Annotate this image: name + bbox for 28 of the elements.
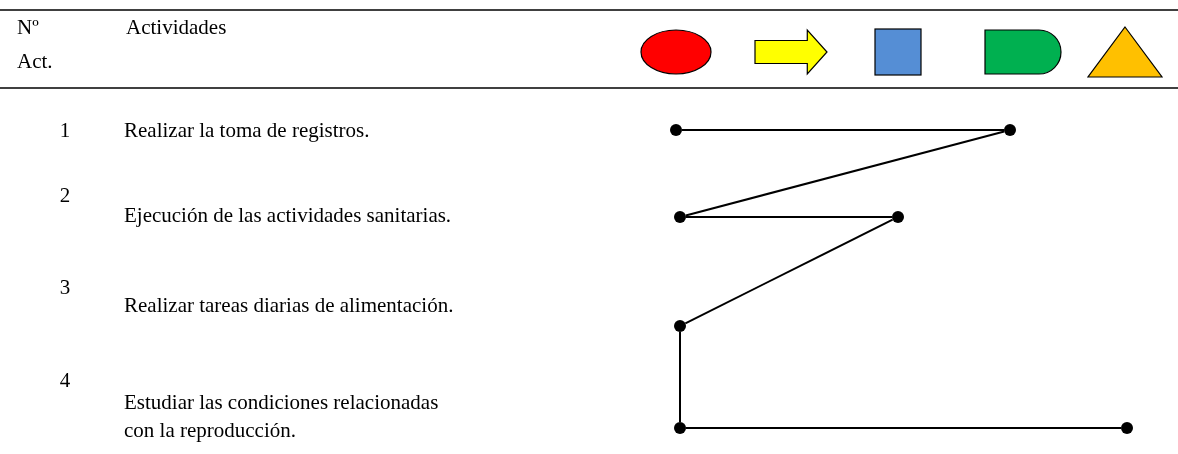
storage-symbol <box>1087 26 1163 78</box>
chart-dot <box>674 320 686 332</box>
header-cell-text: Actividades <box>126 14 228 41</box>
activity-text: Estudiar las condiciones relacionadas con la reproducción. <box>124 389 440 444</box>
inspection-symbol <box>874 28 922 76</box>
chart-dot <box>892 211 904 223</box>
operation-symbol <box>640 29 712 75</box>
transport-symbol <box>754 29 828 75</box>
row-number: 2 <box>58 182 72 209</box>
chart-dot <box>674 422 686 434</box>
connector-line <box>684 218 894 325</box>
activity-text: Realizar tareas diarias de alimentación. <box>124 292 455 319</box>
header-cell-text: Nº Act. <box>17 14 54 75</box>
chart-dot <box>1121 422 1133 434</box>
row-number: 3 <box>58 274 72 301</box>
connector-line <box>685 427 1122 429</box>
connector-line <box>685 216 893 218</box>
row-number: 4 <box>58 367 72 394</box>
activity-text: Realizar la toma de registros. <box>124 117 371 144</box>
delay-symbol <box>984 29 1062 75</box>
connector-line <box>684 130 1006 217</box>
chart-dot <box>670 124 682 136</box>
activity-text: Ejecución de las actividades sanitarias. <box>124 202 453 229</box>
connector-line <box>681 129 1005 131</box>
chart-dot <box>674 211 686 223</box>
connector-line <box>679 331 681 423</box>
chart-dot <box>1004 124 1016 136</box>
row-number: 1 <box>58 117 72 144</box>
